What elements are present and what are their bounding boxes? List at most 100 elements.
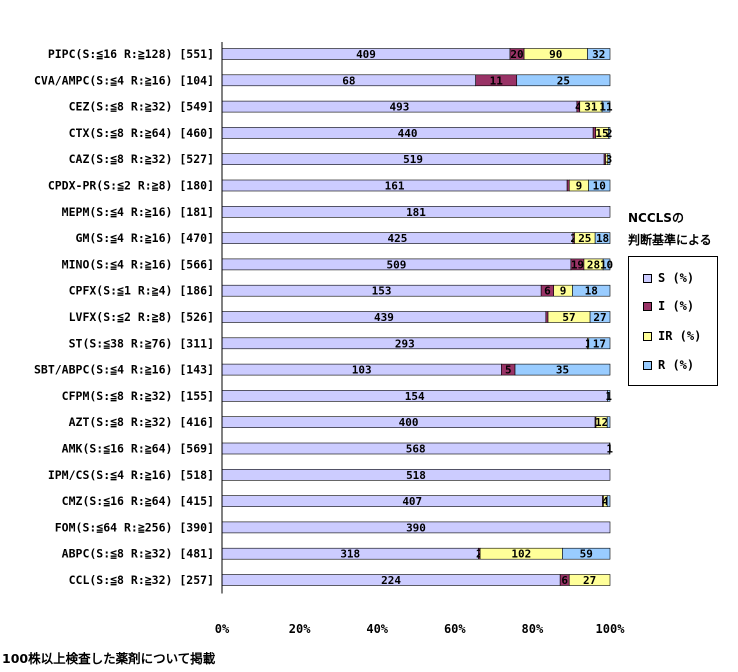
bar-value-label: 18 bbox=[585, 285, 598, 298]
bar-segment-r bbox=[572, 284, 611, 297]
bar-value-label: 318 bbox=[340, 548, 360, 561]
bar-segment-r bbox=[516, 74, 611, 87]
bar-value-label: 9 bbox=[576, 180, 583, 193]
bar-value-label: 1 bbox=[606, 443, 613, 456]
legend-swatch-s bbox=[643, 274, 652, 283]
category-label: ST(S:≦38 R:≧76) [311] bbox=[69, 336, 214, 350]
category-label: CPDX-PR(S:≦2 R:≧8) [180] bbox=[48, 179, 214, 193]
x-axis: 0%20%40%60%80%100% bbox=[215, 42, 625, 636]
category-label: CCL(S:≦8 R:≧32) [257] bbox=[69, 573, 214, 587]
category-label: PIPC(S:≦16 R:≧128) [551] bbox=[48, 47, 214, 61]
bar-value-label: 224 bbox=[381, 574, 401, 587]
bar-segment-r bbox=[514, 363, 611, 376]
bar-value-label: 11 bbox=[490, 74, 504, 87]
bar-segment-r bbox=[588, 337, 611, 350]
bar-value-label: 25 bbox=[578, 232, 591, 245]
legend-title-line-2: 判断基準による bbox=[628, 233, 712, 247]
category-labels: PIPC(S:≦16 R:≧128) [551] CVA/AMPC(S:≦4 R:… bbox=[34, 47, 214, 587]
bar-value-label: 20 bbox=[510, 48, 523, 61]
bar-segment-r bbox=[609, 442, 611, 455]
bar-value-label: 17 bbox=[593, 337, 606, 350]
category-label: CTX(S:≦8 R:≧64) [460] bbox=[69, 126, 214, 140]
bar-value-label: 3 bbox=[606, 153, 613, 166]
bar-value-label: 102 bbox=[511, 548, 531, 561]
legend-item-r: R (%) bbox=[643, 358, 694, 372]
bar-value-label: 27 bbox=[583, 574, 596, 587]
bar-value-label: 2 bbox=[570, 232, 577, 245]
bar-value-label: 519 bbox=[403, 153, 423, 166]
bar-value-label: 31 bbox=[584, 101, 598, 114]
bar-value-label: 407 bbox=[402, 495, 422, 508]
bar-value-label: 293 bbox=[395, 337, 415, 350]
category-label: MINO(S:≦4 R:≧16) [566] bbox=[62, 257, 214, 271]
category-label: MEPM(S:≦4 R:≧16) [181] bbox=[62, 205, 214, 219]
legend-item-i: I (%) bbox=[643, 299, 694, 313]
legend-label-i: I (%) bbox=[658, 299, 695, 313]
bar-segment-i bbox=[545, 311, 549, 323]
bar-segment-r bbox=[588, 179, 611, 192]
category-label: LVFX(S:≦2 R:≧8) [526] bbox=[69, 310, 214, 324]
legend-label-ir: IR (%) bbox=[658, 329, 702, 343]
bar-segment-r bbox=[607, 153, 611, 165]
category-label: FOM(S:≦64 R:≧256) [390] bbox=[55, 520, 214, 534]
bar-segment-r bbox=[562, 547, 611, 560]
bar-value-label: 9 bbox=[560, 285, 567, 298]
bar-value-label: 5 bbox=[505, 364, 512, 377]
bar-value-label: 1 bbox=[585, 337, 592, 350]
category-label: CEZ(S:≦8 R:≧32) [549] bbox=[69, 100, 214, 114]
bar-value-label: 12 bbox=[595, 416, 608, 429]
legend-swatch-i bbox=[643, 302, 652, 311]
bar-value-label: 153 bbox=[372, 285, 392, 298]
bar-value-label: 400 bbox=[399, 416, 419, 429]
category-label: ABPC(S:≦8 R:≧32) [481] bbox=[62, 547, 214, 561]
bar-value-label: 35 bbox=[556, 364, 569, 377]
legend-item-s: S (%) bbox=[643, 271, 694, 285]
bar-value-label: 28 bbox=[587, 258, 600, 271]
bar-value-label: 1 bbox=[605, 390, 612, 403]
category-label: CVA/AMPC(S:≦4 R:≧16) [104] bbox=[34, 73, 214, 87]
bar-value-label: 103 bbox=[352, 364, 372, 377]
bar-value-label: 425 bbox=[387, 232, 407, 245]
x-tick-label: 20% bbox=[289, 622, 311, 636]
bar-value-label: 25 bbox=[557, 74, 570, 87]
bar-value-label: 10 bbox=[593, 180, 606, 193]
bar-value-label: 509 bbox=[387, 258, 407, 271]
legend-title-line-1: NCCLSの bbox=[628, 211, 684, 225]
category-label: CMZ(S:≦16 R:≧64) [415] bbox=[62, 494, 214, 508]
bar-segment-r bbox=[587, 48, 611, 60]
bar-value-label: 518 bbox=[406, 469, 426, 482]
category-label: CFPM(S:≦8 R:≧32) [155] bbox=[62, 389, 214, 403]
bar-value-label: 390 bbox=[406, 521, 426, 534]
legend-swatch-r bbox=[643, 361, 652, 370]
bar-value-label: 439 bbox=[374, 311, 394, 324]
bar-value-label: 4 bbox=[602, 495, 609, 508]
bar-segment-r bbox=[601, 100, 611, 113]
bar-value-label: 154 bbox=[405, 390, 425, 403]
bar-segment-ir bbox=[568, 574, 611, 586]
bar-segment-r bbox=[606, 416, 611, 429]
legend-swatch-ir bbox=[643, 332, 652, 341]
bar-segment-r bbox=[606, 495, 611, 507]
category-label: SBT/ABPC(S:≦4 R:≧16) [143] bbox=[34, 363, 214, 377]
bar-value-label: 6 bbox=[544, 285, 551, 298]
bar-value-label: 59 bbox=[580, 548, 593, 561]
bar-value-label: 181 bbox=[406, 206, 426, 219]
bar-value-label: 2 bbox=[606, 127, 613, 140]
x-tick-label: 60% bbox=[444, 622, 466, 636]
bar-value-label: 11 bbox=[599, 101, 613, 114]
bar-segment-i bbox=[566, 179, 570, 192]
bar-value-label: 90 bbox=[549, 48, 562, 61]
category-label: AMK(S:≦16 R:≧64) [569] bbox=[62, 442, 214, 456]
x-tick-label: 80% bbox=[522, 622, 544, 636]
bar-value-label: 15 bbox=[595, 127, 608, 140]
x-tick-label: 40% bbox=[366, 622, 388, 636]
bar-segment-r bbox=[608, 127, 611, 139]
legend: S (%) I (%) IR (%) R (%) bbox=[628, 256, 718, 386]
bar-segment-r bbox=[589, 311, 611, 323]
x-tick-label: 100% bbox=[596, 622, 626, 636]
bar-value-label: 18 bbox=[596, 232, 609, 245]
category-label: IPM/CS(S:≦4 R:≧16) [518] bbox=[48, 468, 214, 482]
bar-value-label: 568 bbox=[406, 443, 426, 456]
